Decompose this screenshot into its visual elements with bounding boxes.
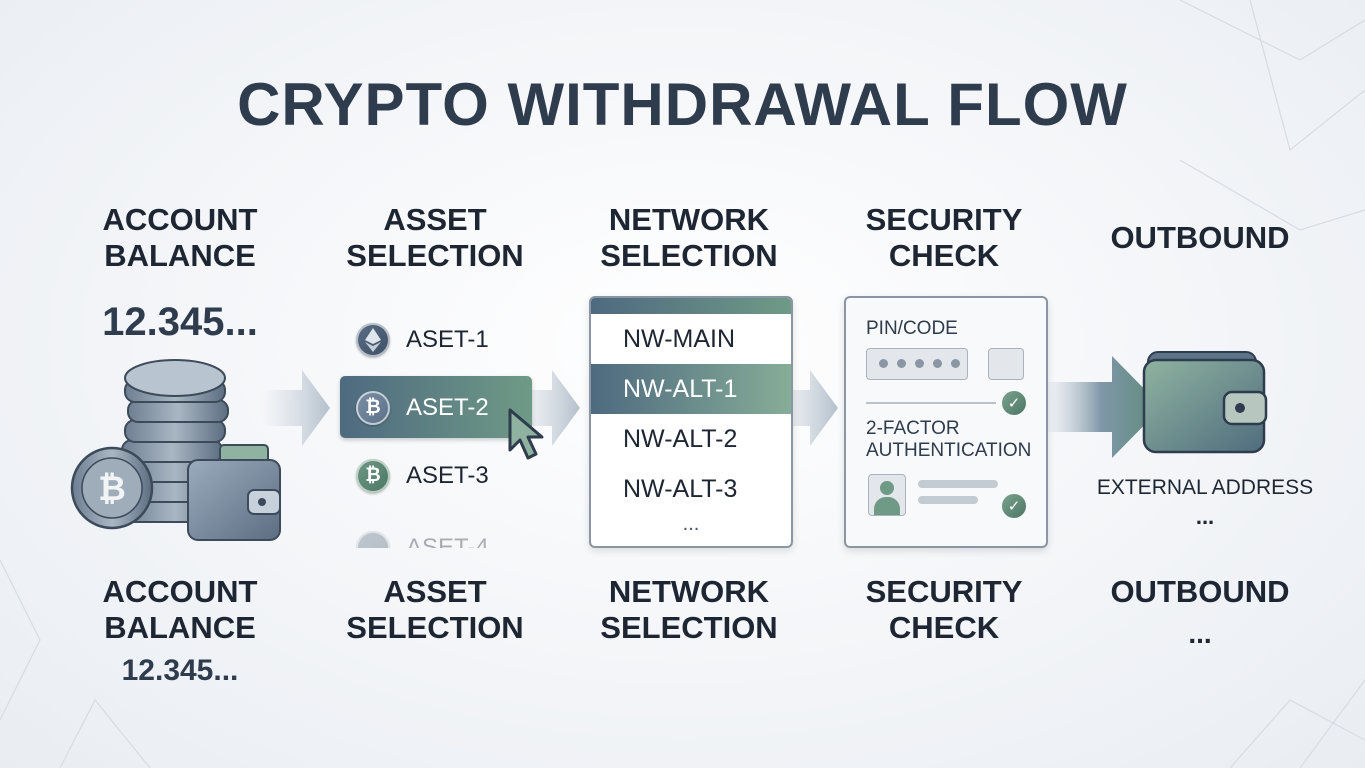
bitcoin-icon: ₿	[356, 459, 390, 493]
heading-line: SELECTION	[600, 238, 778, 273]
network-selection-heading: NETWORK SELECTION	[569, 202, 809, 274]
heading-line: BALANCE	[104, 238, 256, 273]
heading-line: CHECK	[888, 238, 1000, 273]
footer-line: ACCOUNT	[102, 574, 258, 609]
coin-stack-icon: ₿	[70, 359, 281, 541]
asset-selection-footer: ASSET SELECTION	[315, 574, 555, 646]
ethereum-icon	[356, 531, 390, 548]
asset-item[interactable]: ₿ ASET-3	[356, 456, 489, 496]
footer-line: NETWORK	[608, 574, 770, 609]
pin-dot	[897, 359, 906, 368]
account-balance-footer: ACCOUNT BALANCE	[60, 574, 300, 646]
asset-item-faded: ASET-4	[356, 518, 516, 548]
security-check-footer: SECURITY CHECK	[824, 574, 1064, 646]
asset-label: ASET-2	[406, 394, 489, 421]
asset-selection-heading: ASSET SELECTION	[315, 202, 555, 274]
account-balance-footer-value: 12.345...	[121, 654, 239, 687]
outbound-footer-value: ...	[1188, 618, 1212, 649]
panel-header-bar	[591, 298, 791, 314]
pin-code-label: PIN/CODE	[866, 318, 958, 339]
heading-line: ACCOUNT	[102, 202, 258, 237]
pin-dot	[915, 359, 924, 368]
two-factor-label: 2-FACTOR AUTHENTICATION	[866, 418, 1031, 462]
footer-line: BALANCE	[104, 610, 256, 645]
wallet-icon	[1142, 351, 1268, 454]
two-factor-line: 2-FACTOR	[866, 418, 960, 439]
asset-item[interactable]: ASET-1	[356, 320, 489, 360]
avatar-body	[874, 497, 900, 515]
checkmark-icon: ✓	[1002, 494, 1026, 518]
asset-label: ASET-4	[406, 534, 489, 548]
footer-line: SELECTION	[600, 610, 778, 645]
placeholder-line	[918, 480, 998, 488]
outbound-heading: OUTBOUND	[1080, 220, 1320, 256]
security-check-heading: SECURITY CHECK	[824, 202, 1064, 274]
pin-dot	[933, 359, 942, 368]
ethereum-icon	[356, 323, 390, 357]
network-list-panel: NW-MAIN NW-ALT-1 NW-ALT-2 NW-ALT-3 ...	[589, 296, 793, 548]
network-item[interactable]: NW-ALT-3	[623, 474, 738, 503]
flow-arrow-icon	[262, 370, 330, 446]
heading-line: SELECTION	[346, 238, 524, 273]
mouse-cursor-icon	[508, 408, 544, 460]
outbound-footer: OUTBOUND	[1080, 574, 1320, 610]
svg-text:₿: ₿	[98, 469, 126, 509]
pin-extra-box[interactable]	[988, 348, 1024, 380]
flow-arrow-large-icon	[1040, 356, 1162, 458]
page-title: CRYPTO WITHDRAWAL FLOW	[237, 71, 1128, 138]
pin-dot	[879, 359, 888, 368]
account-balance-value: 12.345...	[102, 300, 258, 344]
two-factor-line: AUTHENTICATION	[866, 440, 1032, 461]
avatar-head	[880, 481, 894, 495]
external-address-label: EXTERNAL ADDRESS	[1096, 476, 1314, 499]
network-selection-footer: NETWORK SELECTION	[569, 574, 809, 646]
pin-dot	[951, 359, 960, 368]
heading-line: NETWORK	[608, 202, 770, 237]
placeholder-line	[918, 496, 978, 504]
external-address-value: ...	[1195, 504, 1215, 529]
heading-line: ASSET	[383, 202, 487, 237]
asset-item-selected-content[interactable]: ₿ ASET-2	[356, 388, 489, 428]
flow-arrow-icon	[770, 370, 838, 446]
heading-line: SECURITY	[865, 202, 1023, 237]
footer-line: SECURITY	[865, 574, 1023, 609]
divider	[866, 402, 996, 404]
network-item[interactable]: NW-ALT-2	[623, 424, 738, 453]
footer-line: SELECTION	[346, 610, 524, 645]
asset-label: ASET-3	[406, 462, 489, 489]
network-item[interactable]: NW-MAIN	[623, 324, 736, 353]
flow-arrow-icon	[512, 370, 580, 446]
footer-line: CHECK	[888, 610, 1000, 645]
pin-input[interactable]	[866, 348, 968, 380]
user-avatar-icon	[868, 474, 906, 516]
network-item-selected[interactable]: NW-ALT-1	[591, 364, 791, 414]
heading-line: OUTBOUND	[1110, 220, 1290, 255]
network-more-indicator: ...	[682, 513, 700, 535]
footer-line: ASSET	[383, 574, 487, 609]
footer-line: OUTBOUND	[1110, 574, 1290, 609]
bitcoin-icon: ₿	[356, 391, 390, 425]
asset-label: ASET-1	[406, 326, 489, 353]
security-check-panel: PIN/CODE ✓ 2-FACTOR AUTHENTICATION ✓	[844, 296, 1048, 548]
account-balance-heading: ACCOUNT BALANCE	[60, 202, 300, 274]
checkmark-icon: ✓	[1002, 391, 1026, 415]
